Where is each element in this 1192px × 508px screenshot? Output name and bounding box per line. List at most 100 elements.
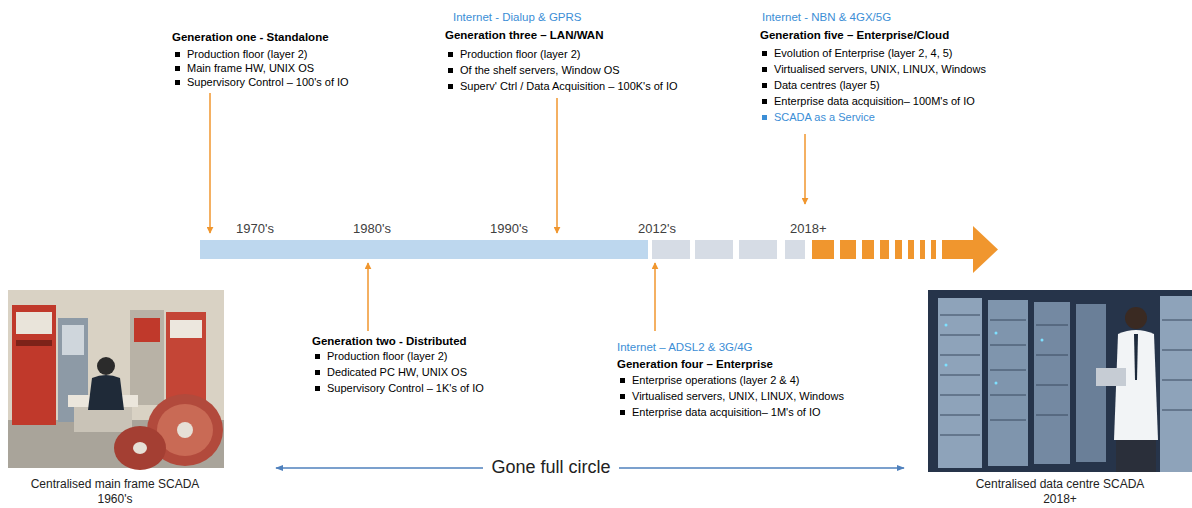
label-text: 2018+	[1043, 492, 1077, 506]
label-text: Gone full circle	[491, 457, 610, 477]
label-text: Generation five – Enterprise/Cloud	[760, 29, 949, 41]
label-text: Production floor (layer 2)	[327, 350, 447, 362]
rack-slot	[940, 335, 980, 336]
rack-slot	[1036, 355, 1068, 356]
label-text: Supervisory Control – 100's of IO	[187, 76, 349, 88]
label-text: Dedicated PC HW, UNIX OS	[327, 366, 467, 378]
generation-heading: Generation five – Enterprise/Cloud	[760, 29, 949, 43]
generation-heading: Generation four – Enterprise	[617, 358, 773, 372]
bullet-square	[762, 67, 767, 72]
label-text: Virtualised servers, UNIX, LINUX, Window…	[774, 63, 986, 75]
photo-caption: 2018+	[1043, 492, 1077, 506]
timeline-block	[695, 240, 733, 259]
label-text: Main frame HW, UNIX OS	[187, 62, 314, 74]
bullet-square	[315, 370, 320, 375]
bullet-item: Data centres (layer 5)	[762, 79, 880, 92]
year-label: 1970's	[236, 221, 274, 237]
timeline-dash	[895, 240, 902, 259]
mainframe-cabinet	[166, 312, 206, 402]
year-label: 2018+	[790, 221, 827, 237]
data-centre-photo	[928, 290, 1192, 472]
status-light	[995, 382, 998, 385]
label-text: 2012's	[638, 221, 676, 236]
bullet-item: Enterprise operations (layer 2 & 4)	[620, 374, 800, 387]
bullet-square	[175, 52, 180, 57]
rack-slot	[940, 395, 980, 396]
label-text: Enterprise operations (layer 2 & 4)	[632, 374, 800, 386]
bullet-square	[620, 410, 625, 415]
photo-caption: Centralised data centre SCADA	[976, 477, 1145, 491]
timeline-arrow-shaft	[942, 240, 974, 259]
label-text: Centralised data centre SCADA	[976, 477, 1145, 491]
status-light	[945, 364, 948, 367]
bullet-item: Virtualised servers, UNIX, LINUX, Window…	[620, 390, 844, 403]
network-heading: Internet – ADSL2 & 3G/4G	[617, 341, 753, 355]
generation-heading: Generation one - Standalone	[172, 31, 329, 45]
label-text: Enterprise data acquisition– 1M's of IO	[632, 406, 821, 418]
label-text: 1970's	[236, 221, 274, 236]
bullet-item: Enterprise data acquisition– 100M's of I…	[762, 95, 975, 108]
server-rack	[1160, 296, 1192, 472]
timeline-dash	[812, 240, 834, 259]
status-light	[945, 324, 948, 327]
photo-caption: Centralised main frame SCADA	[31, 477, 200, 491]
bullet-square	[448, 52, 453, 57]
laptop	[1096, 368, 1126, 386]
cabinet-panel	[134, 318, 160, 342]
tape-reel-hub	[133, 442, 147, 454]
label-text: Centralised main frame SCADA	[31, 477, 200, 491]
cabinet-panel	[62, 325, 84, 355]
label-text: Data centres (layer 5)	[774, 79, 880, 91]
timeline-block	[739, 240, 777, 259]
label-text: Generation two - Distributed	[312, 335, 467, 347]
label-text: Supervisory Control – 1K's of IO	[327, 382, 484, 394]
timeline-dash	[931, 240, 936, 259]
status-light	[995, 332, 998, 335]
rack-slot	[990, 345, 1026, 346]
network-heading: Internet - NBN & 4GX/5G	[762, 11, 891, 25]
pointer-arrow	[654, 263, 656, 331]
bullet-item: Production floor (layer 2)	[175, 48, 307, 61]
label-text: Superv' Ctrl / Data Acquisition – 100K's…	[460, 80, 678, 92]
label-text: Internet - NBN & 4GX/5G	[762, 11, 891, 23]
mainframe-cabinet	[130, 310, 164, 405]
bullet-item: Supervisory Control – 100's of IO	[175, 76, 349, 89]
bullet-item: Production floor (layer 2)	[315, 350, 447, 363]
rack-slot	[1162, 320, 1192, 321]
status-light	[1041, 339, 1044, 342]
rack-slot	[990, 420, 1026, 421]
rack-slot	[940, 435, 980, 436]
bullet-item: Supervisory Control – 1K's of IO	[315, 382, 484, 395]
cabinet-panel	[16, 340, 52, 346]
label-text: Virtualised servers, UNIX, LINUX, Window…	[632, 390, 844, 402]
timeline-dash	[908, 240, 914, 259]
label-text: Enterprise data acquisition– 100M's of I…	[774, 95, 975, 107]
bullet-item: Main frame HW, UNIX OS	[175, 62, 314, 75]
rack-slot	[990, 320, 1026, 321]
generation-heading: Generation three – LAN/WAN	[445, 29, 603, 43]
server-rack	[938, 298, 982, 468]
bullet-square	[762, 115, 767, 120]
pointer-arrow	[556, 98, 558, 233]
rack-slot	[1162, 350, 1192, 351]
tape-reel	[114, 426, 166, 470]
label-text: 1990's	[490, 221, 528, 236]
label-text: Generation three – LAN/WAN	[445, 29, 603, 41]
tape-reel-hub	[177, 422, 193, 438]
rack-slot	[1162, 410, 1192, 411]
technician-tie	[1134, 334, 1138, 380]
label-text: 2018+	[790, 221, 827, 236]
cabinet-panel	[16, 312, 52, 334]
bullet-square	[315, 386, 320, 391]
bullet-square	[762, 83, 767, 88]
timeline-arrow-head	[973, 226, 998, 273]
rack-slot	[1036, 385, 1068, 386]
bullet-square	[620, 378, 625, 383]
operator-body	[88, 375, 124, 410]
console-desk	[74, 407, 132, 432]
bullet-item: Evolution of Enterprise (layer 2, 4, 5)	[762, 47, 953, 60]
cabinet-panel	[170, 320, 202, 338]
timeline-dash	[920, 240, 925, 259]
